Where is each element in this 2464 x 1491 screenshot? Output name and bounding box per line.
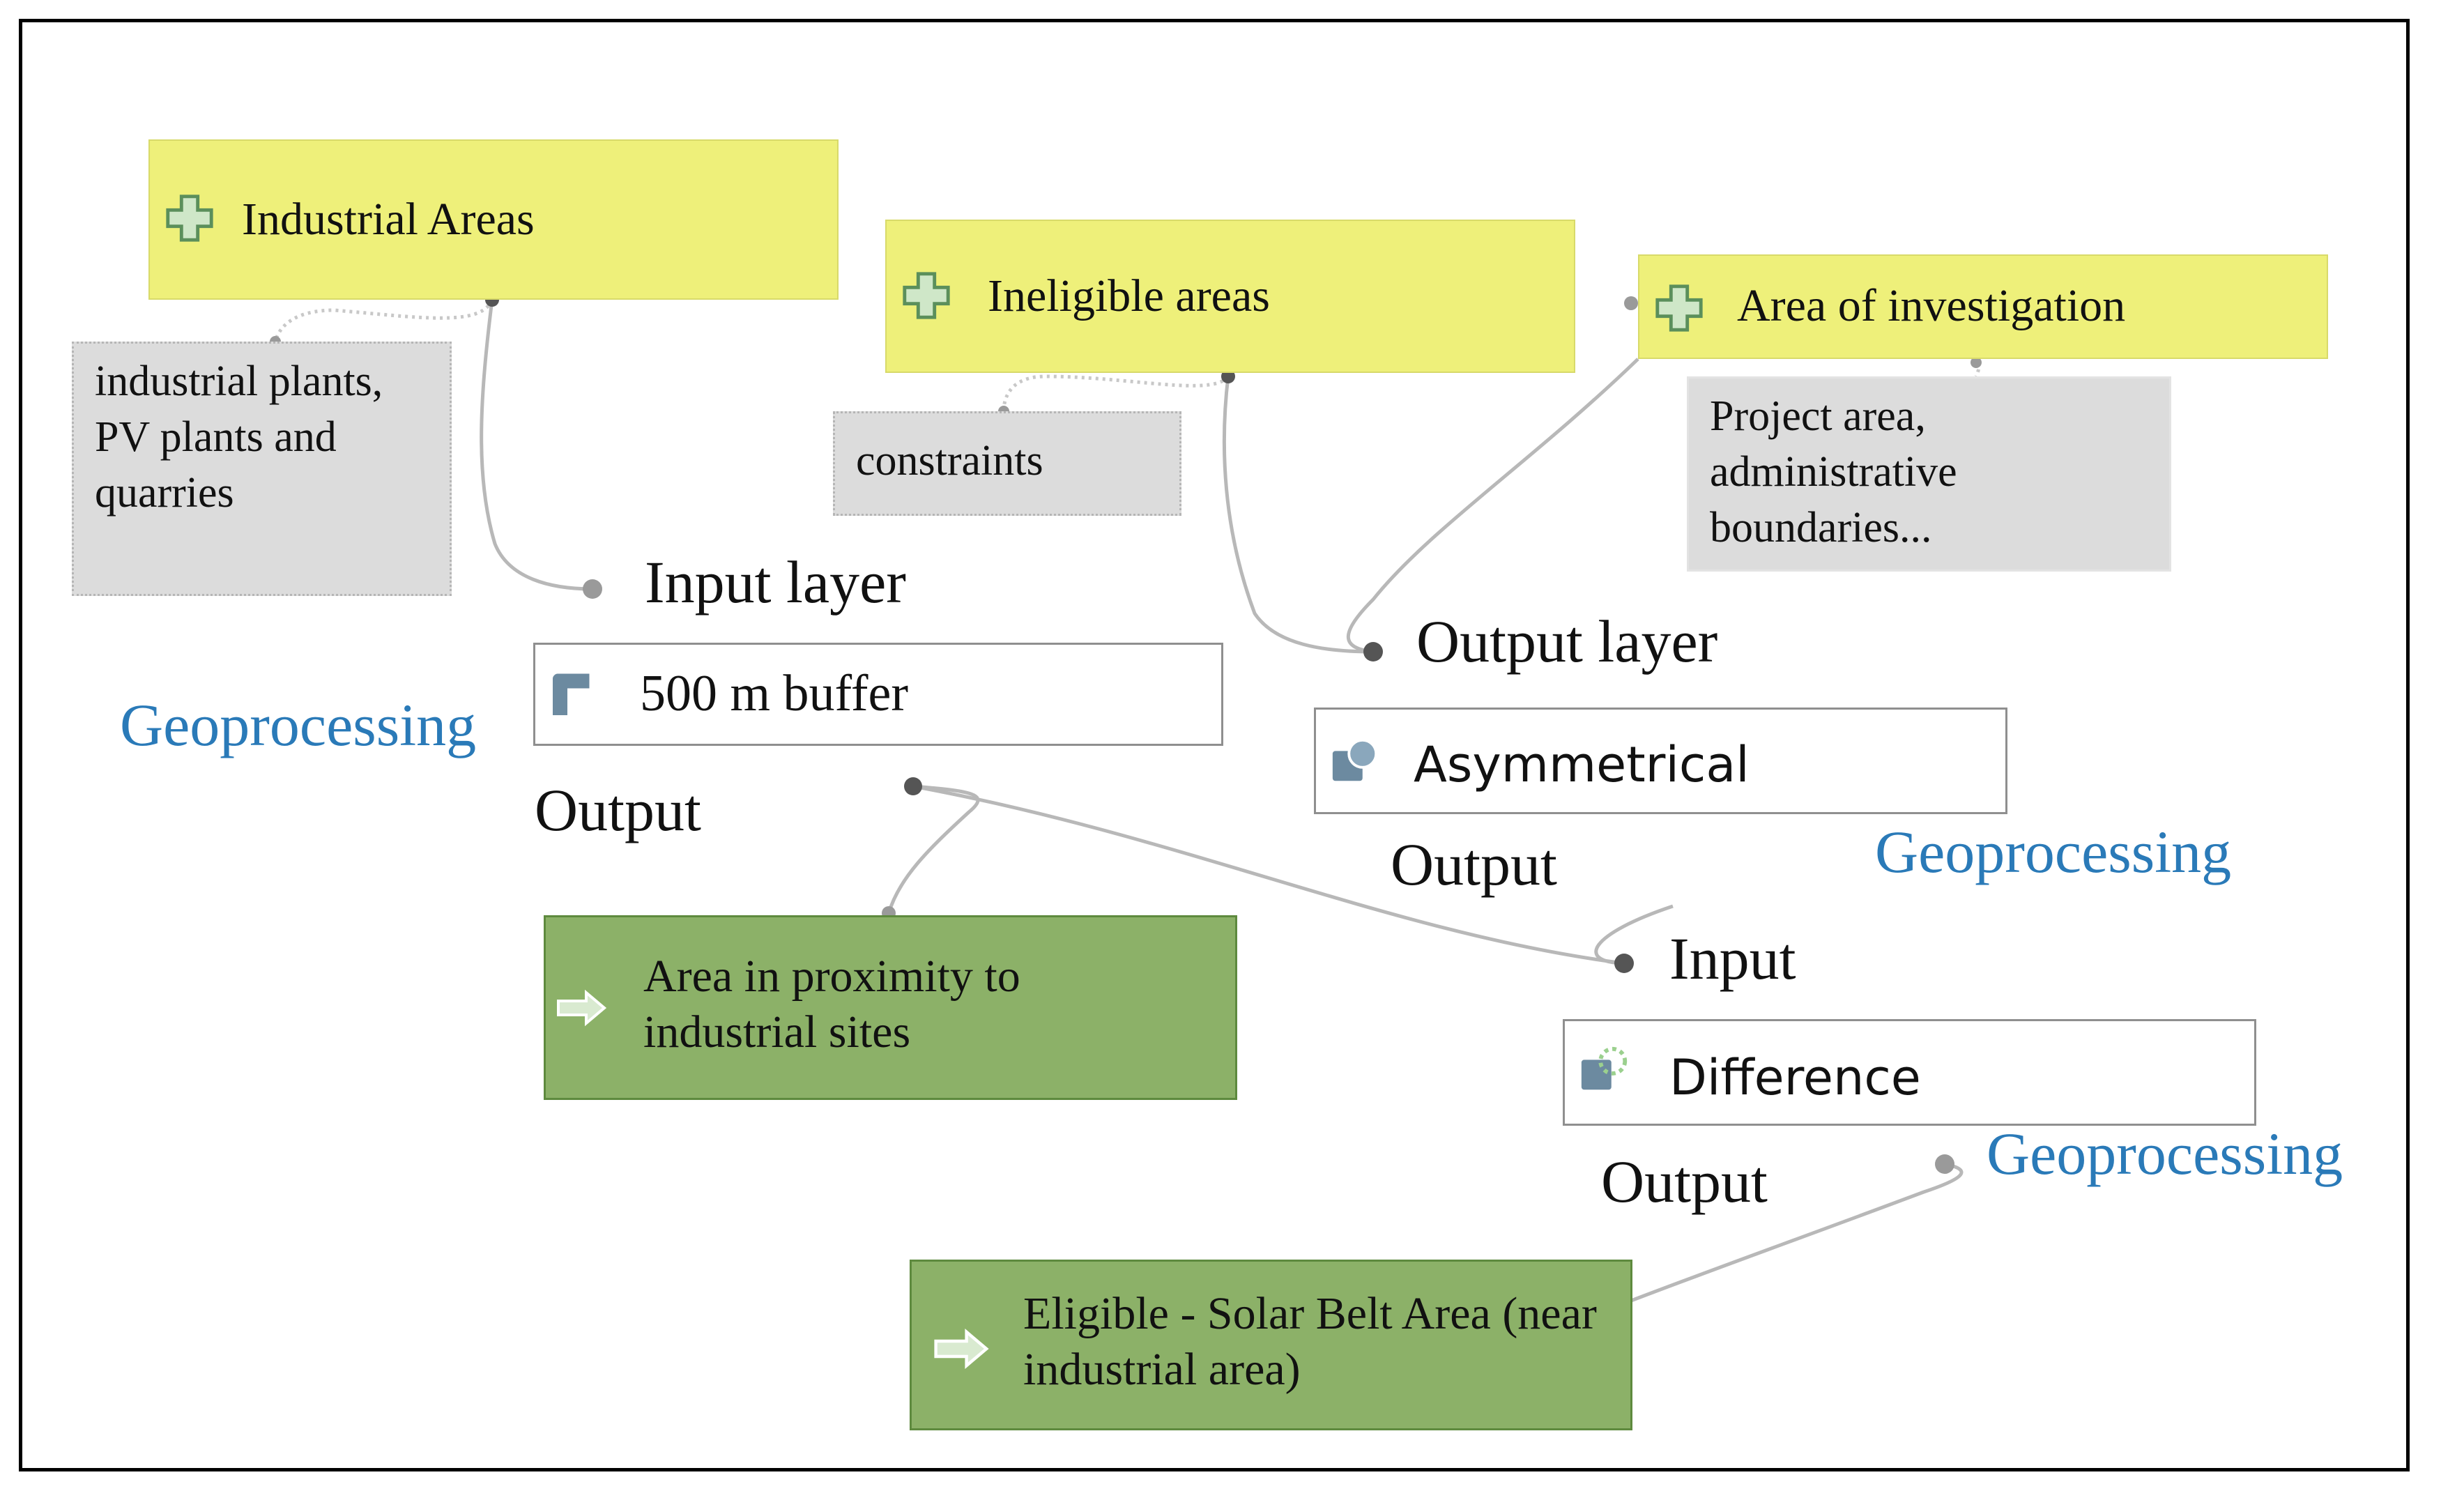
output-node-eligible[interactable]: Eligible - Solar Belt Area (near industr… — [910, 1260, 1632, 1430]
input-node-ineligible-areas[interactable]: Ineligible areas — [885, 220, 1575, 373]
asymmetrical-output-port-label: Output — [1391, 831, 1557, 898]
comment-link-ineligible — [1002, 374, 1230, 412]
algorithm-node-difference[interactable]: Difference — [1563, 1019, 2256, 1126]
link-investigation-to-asymmetrical — [1346, 358, 1639, 654]
port-dot — [1221, 369, 1235, 383]
difference-group-label: Geoprocessing — [1987, 1120, 2343, 1187]
input-node-industrial-areas[interactable]: Industrial Areas — [148, 139, 839, 300]
port-dot — [1624, 296, 1638, 310]
algorithm-label: Difference — [1669, 1049, 1921, 1106]
comment-area-of-investigation: Project area, administrative boundaries.… — [1687, 376, 2171, 572]
link-ineligible-to-asymmetrical — [1222, 376, 1374, 654]
port-dot — [1363, 642, 1383, 662]
link-industrial-to-buffer — [480, 299, 593, 591]
algorithm-node-buffer[interactable]: 500 m buffer — [533, 643, 1223, 746]
input-label: Industrial Areas — [242, 194, 535, 245]
algorithm-label: 500 m buffer — [640, 665, 908, 722]
asymmetrical-group-label: Geoprocessing — [1875, 818, 2232, 885]
plus-icon — [903, 272, 950, 319]
asymmetrical-input-port-label: Output layer — [1416, 608, 1718, 675]
difference-output-port-label: Output — [1601, 1148, 1768, 1215]
link-difference-to-eligible — [1630, 1162, 1964, 1303]
input-node-area-of-investigation[interactable]: Area of investigation — [1638, 254, 2328, 359]
buffer-input-port-label: Input layer — [645, 549, 906, 615]
arrow-right-icon — [934, 1329, 989, 1369]
buffer-output-port-label: Output — [535, 777, 701, 843]
difference-icon — [1581, 1046, 1628, 1090]
buffer-group-label: Geoprocessing — [120, 691, 477, 758]
plus-icon — [166, 194, 213, 242]
input-label: Area of investigation — [1737, 280, 2126, 331]
asymmetrical-icon — [1332, 738, 1378, 781]
buffer-icon — [553, 673, 590, 715]
comment-industrial-areas: industrial plants, PV plants and quarrie… — [72, 342, 452, 596]
algorithm-node-asymmetrical[interactable]: Asymmetrical — [1314, 708, 2007, 814]
output-label: Area in proximity to industrial sites — [643, 951, 1020, 1057]
port-dot — [583, 579, 602, 599]
port-dot — [1935, 1154, 1954, 1174]
comment-link-industrial — [273, 298, 494, 342]
port-dot — [1971, 357, 1982, 368]
output-node-proximity[interactable]: Area in proximity to industrial sites — [544, 915, 1237, 1100]
output-label: Eligible - Solar Belt Area (near industr… — [1023, 1288, 1597, 1395]
link-buffer-to-proximity — [887, 784, 980, 914]
arrow-right-icon — [557, 989, 607, 1027]
port-dot — [904, 777, 922, 795]
port-dot — [1614, 954, 1634, 973]
link-buffer-to-difference — [912, 784, 1674, 965]
difference-input-port-label: Input — [1669, 925, 1796, 992]
plus-icon — [1655, 284, 1703, 332]
comment-ineligible-areas: constraints — [833, 411, 1181, 516]
input-label: Ineligible areas — [988, 270, 1270, 321]
figure-frame — [19, 19, 2410, 1471]
algorithm-label: Asymmetrical — [1414, 736, 1750, 793]
